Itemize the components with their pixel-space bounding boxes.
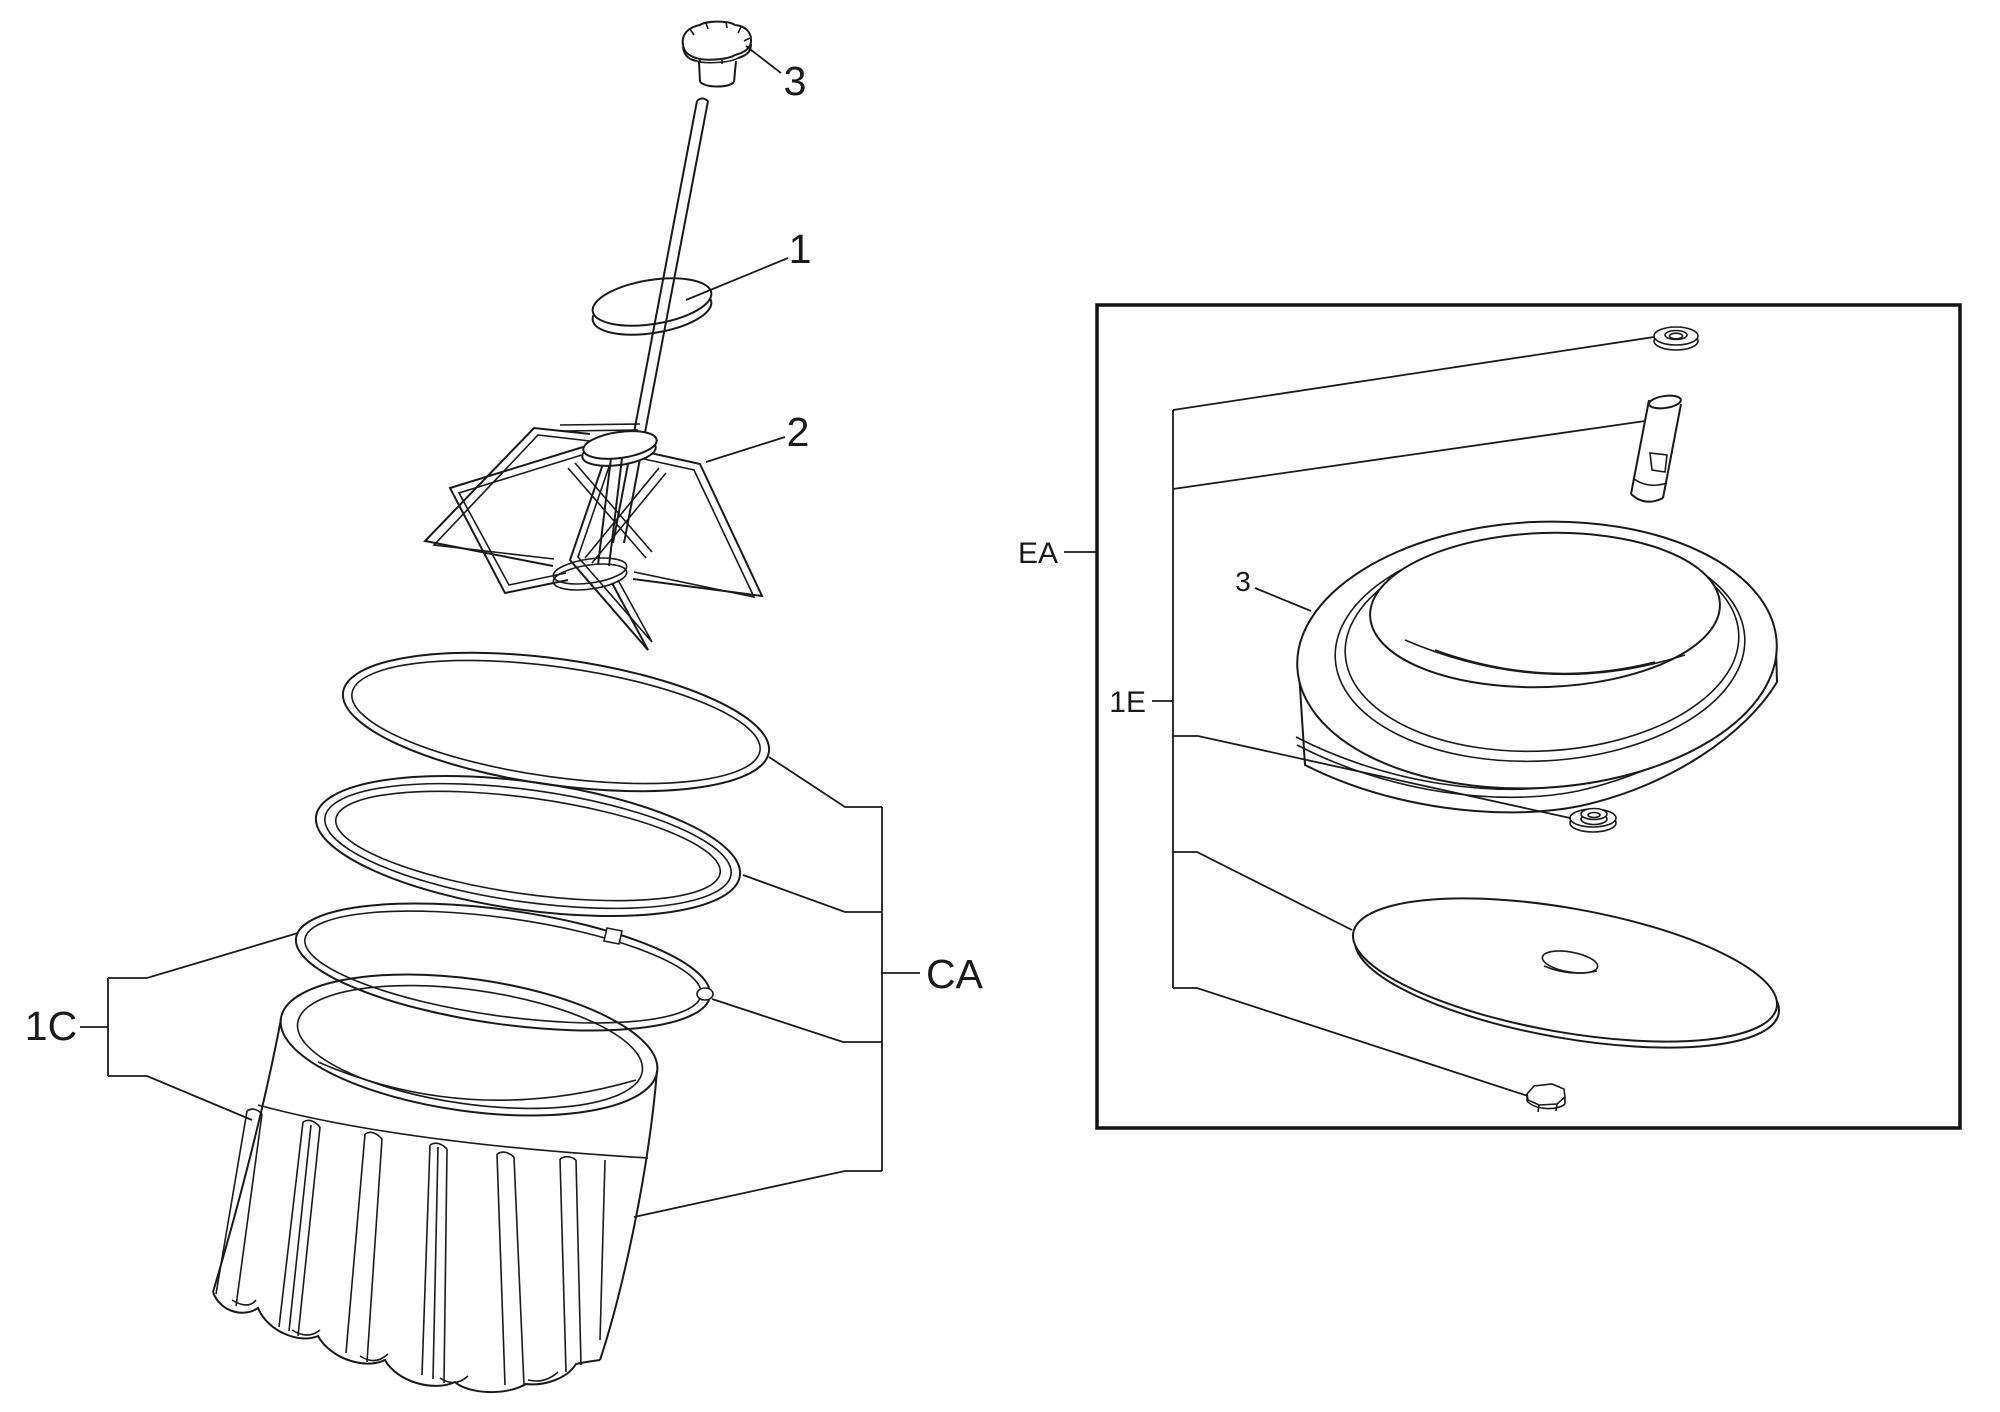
label-detail-box-group: EA [1018,537,1058,570]
label-detail-subgroup: 1E [1109,686,1146,719]
detail-hex-nut [1526,1083,1566,1113]
label-shaft-collar: 1 [789,226,812,272]
label-container-group: 1C [25,1003,77,1049]
callout-agitator: 2 [705,409,810,463]
label-cover-assembly-group: CA [926,951,984,997]
callout-detail-box: EA [1018,537,1096,570]
callout-detail-ring: 3 [1235,566,1312,612]
bracket-1c: 1C [25,932,299,1121]
knob [681,20,753,88]
label-knob: 3 [784,58,807,104]
label-agitator: 2 [787,409,810,455]
shaft-rod [612,97,709,544]
shaft-collar-disc [591,277,713,336]
detail-disc [1351,897,1781,1049]
detail-box [1095,303,1962,1130]
detail-flange-nut [1569,807,1617,833]
seal-ring-middle [314,774,742,918]
leader-line [705,436,786,463]
agitator-whisk [423,423,764,651]
callout-knob: 3 [745,45,807,104]
detail-washer [1653,326,1699,351]
callout-shaft-collar: 1 [685,226,812,301]
bracket-ca: CA [633,756,984,1218]
detail-filter-ring [1295,520,1779,814]
label-detail-ring: 3 [1235,566,1251,597]
detail-pin [1630,394,1682,503]
bracket-1e: 1E [1109,336,1655,1097]
seal-ring-top [341,651,771,793]
clamp-ring [294,902,714,1032]
fluted-container [212,973,659,1394]
leader-line [1254,587,1312,612]
leader-line [745,45,782,74]
leader-line [685,257,789,301]
